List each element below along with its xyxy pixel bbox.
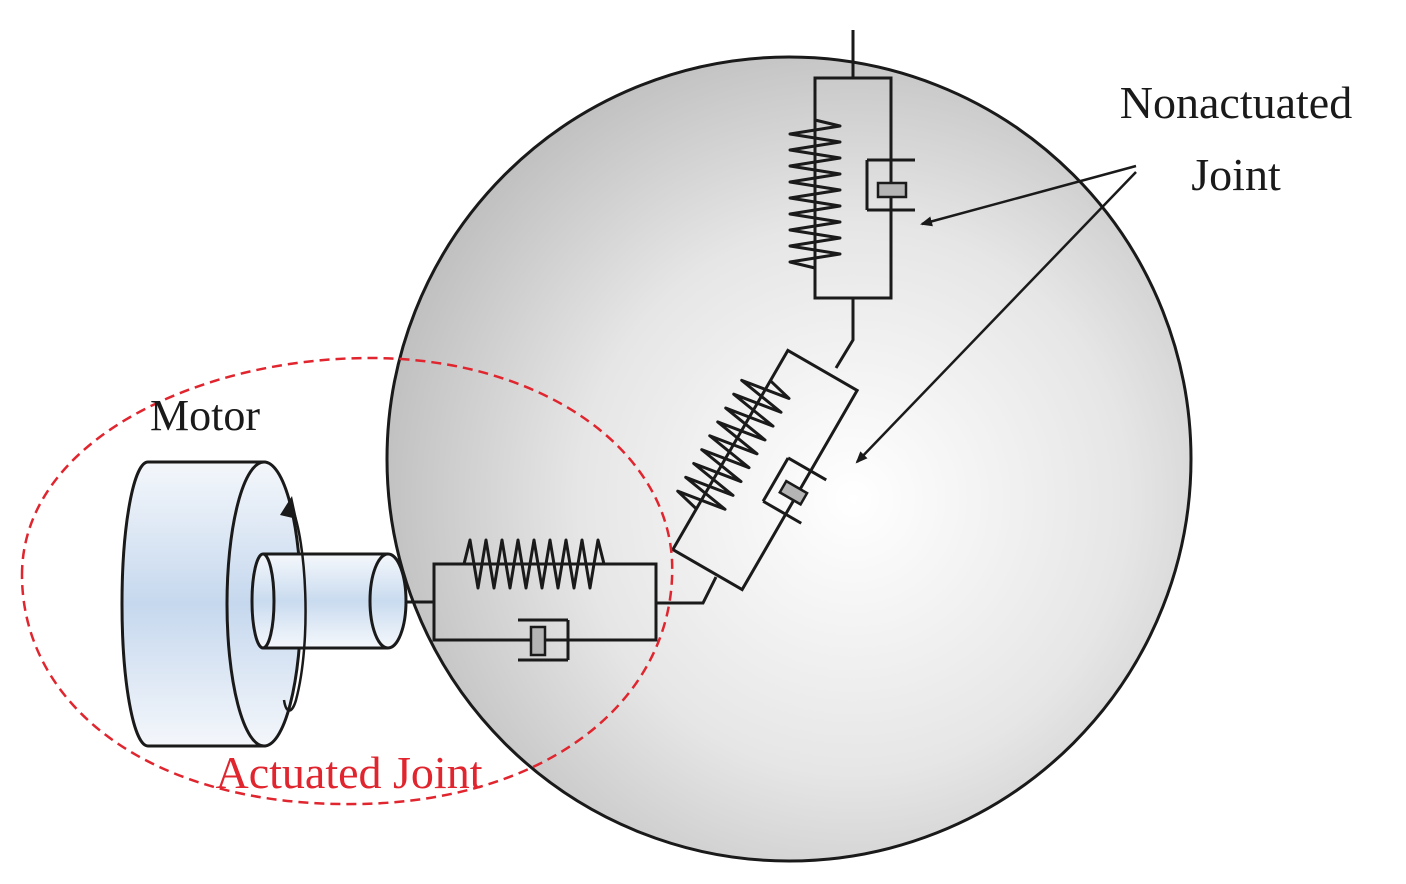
nonactuated-label-line1: Nonactuated (1120, 77, 1352, 128)
rotation-arrow-icon (280, 496, 307, 712)
link-middle-to-actuated (655, 576, 718, 605)
actuated-joint-spring-damper (432, 538, 658, 662)
nonactuated-joint-middle (670, 348, 860, 592)
actuated-joint-boundary (20, 356, 674, 806)
motor-shaft (250, 552, 408, 650)
actuated-joint-label: Actuated Joint (216, 747, 483, 798)
callout-arrow-middle (855, 171, 1137, 464)
callout-arrow-top (920, 164, 1137, 227)
motor-label: Motor (150, 391, 260, 440)
nonactuated-label-line2: Joint (1191, 149, 1281, 200)
motor-body (120, 460, 303, 748)
link-top-to-middle (834, 298, 855, 369)
